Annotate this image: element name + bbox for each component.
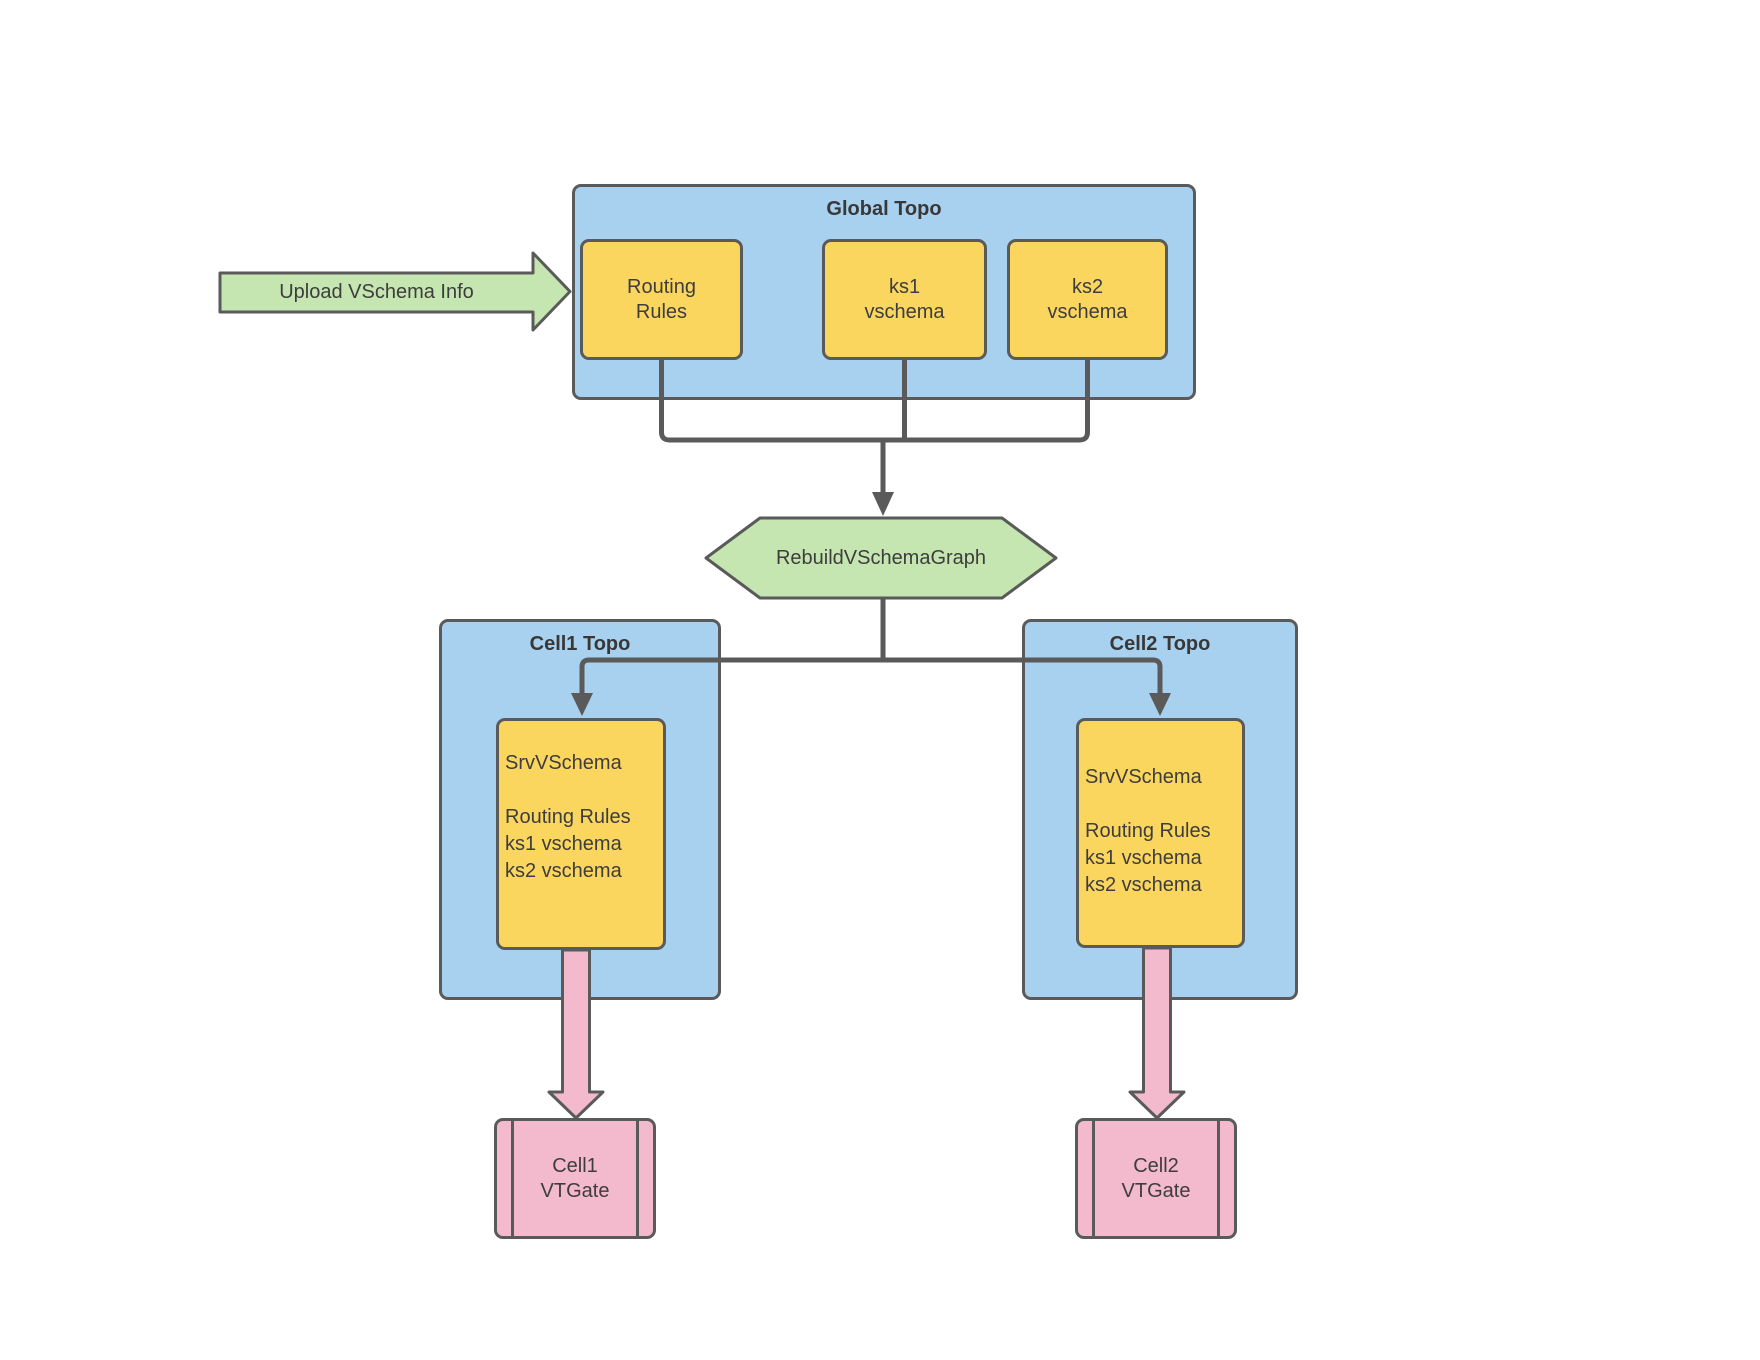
ks1-line2: vschema (864, 300, 945, 323)
rebuild-arrowhead (872, 492, 894, 516)
cell2-srv-line3: Routing Rules (1085, 820, 1211, 842)
cell2-vtgate-right-bar (1217, 1121, 1220, 1236)
cell2-vtgate-node: Cell2 VTGate (1075, 1118, 1237, 1239)
cell2-srvvschema-node: SrvVSchema Routing Rules ks1 vschema ks2… (1076, 718, 1245, 948)
ks1-vschema-node: ks1 vschema (822, 239, 987, 360)
cell1-srv-line1: SrvVSchema (505, 752, 622, 774)
cell2-topo-title: Cell2 Topo (1109, 633, 1211, 655)
ks1-line1: ks1 (888, 275, 921, 298)
cell1-vtgate-line2: VTGate (540, 1179, 610, 1202)
cell1-vtgate-left-bar (511, 1121, 514, 1236)
routing-rules-node: Routing Rules (580, 239, 743, 360)
ks2-vschema-node: ks2 vschema (1007, 239, 1168, 360)
ks2-line1: ks2 (1071, 275, 1104, 298)
cell1-vtgate-node: Cell1 VTGate (494, 1118, 656, 1239)
cell1-vtgate-right-bar (636, 1121, 639, 1236)
cell2-srv-line2 (1085, 791, 1242, 818)
routing-rules-line2: Rules (635, 300, 688, 323)
cell1-srv-line2 (505, 777, 663, 804)
ks2-line2: vschema (1047, 300, 1128, 323)
cell2-vtgate-left-bar (1092, 1121, 1095, 1236)
cell2-vtgate-line2: VTGate (1121, 1179, 1191, 1202)
routing-rules-line1: Routing (627, 275, 696, 298)
cell1-srv-line4: ks1 vschema (505, 833, 622, 855)
cell1-srvvschema-node: SrvVSchema Routing Rules ks1 vschema ks2… (496, 718, 666, 950)
cell1-srv-line3: Routing Rules (505, 806, 631, 828)
cell2-srv-line5: ks2 vschema (1085, 874, 1202, 896)
upload-arrow-label: Upload VSchema Info (279, 281, 474, 303)
cell2-srv-line4: ks1 vschema (1085, 847, 1202, 869)
cell2-vtgate-line1: Cell2 (1133, 1154, 1179, 1177)
rebuild-hexagon-label: RebuildVSchemaGraph (775, 546, 987, 569)
cell2-srv-line1: SrvVSchema (1085, 766, 1202, 788)
cell1-srv-line5: ks2 vschema (505, 860, 622, 882)
cell1-vtgate-line1: Cell1 (552, 1154, 598, 1177)
cell1-topo-title: Cell1 Topo (529, 633, 631, 655)
global-topo-title: Global Topo (826, 198, 942, 220)
